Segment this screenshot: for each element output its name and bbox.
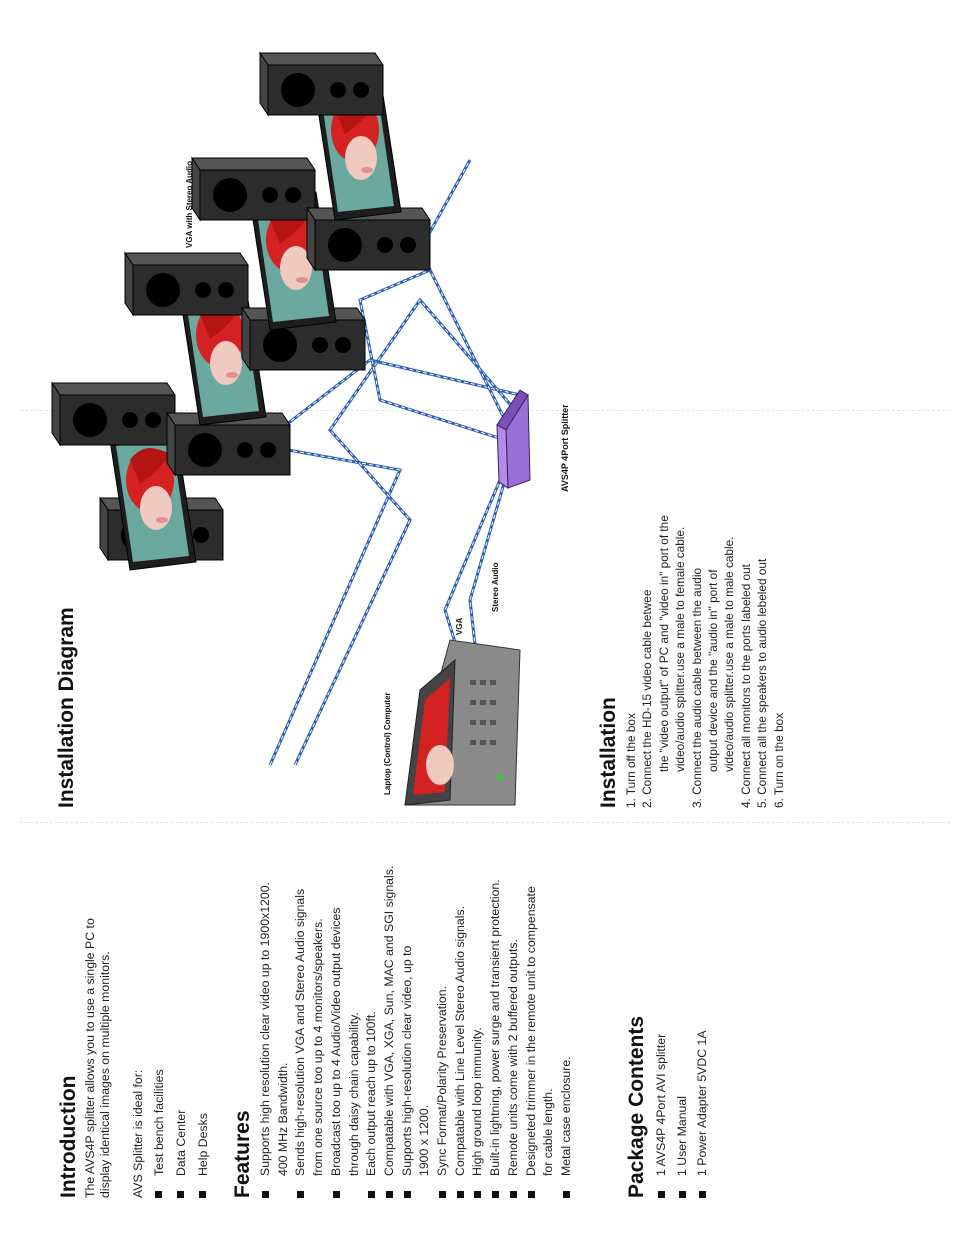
label-vga: VGA [455,617,464,635]
fold-line-top [20,410,950,411]
label-splitter: AVS4P 4Port Splitter [560,404,570,492]
splitter-device [496,389,531,489]
label-vga-stereo: VGA with Stereo Audio [185,161,194,248]
label-stereo-audio: Stereo Audio [491,562,500,612]
label-laptop: Laptop (Control) Computer [383,692,392,795]
laptop-computer [404,639,521,806]
